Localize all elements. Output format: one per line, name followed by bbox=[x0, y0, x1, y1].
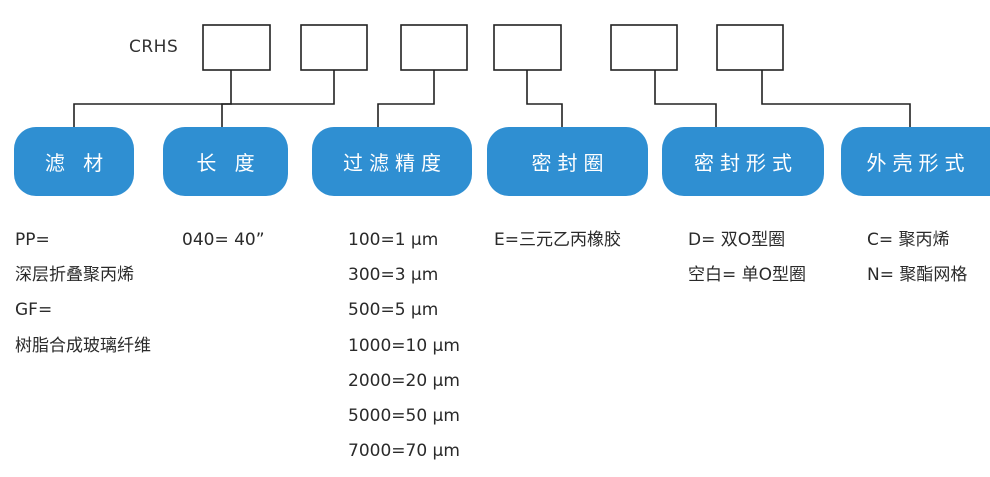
options-length: 040= 40” bbox=[182, 226, 265, 261]
category-pill-housing-type: 外壳形式 bbox=[841, 127, 990, 196]
code-box-5 bbox=[610, 24, 678, 71]
option-item: 深层折叠聚丙烯 bbox=[15, 265, 134, 286]
option-item: E=三元乙丙橡胶 bbox=[494, 230, 621, 250]
option-item: 100=1 μm bbox=[348, 230, 439, 250]
code-box-3 bbox=[400, 24, 468, 71]
option-item: PP= bbox=[15, 230, 50, 250]
category-pill-filter-media: 滤 材 bbox=[14, 127, 134, 196]
connector-1 bbox=[73, 70, 232, 128]
connector-4 bbox=[526, 70, 563, 128]
options-seal-material: E=三元乙丙橡胶 bbox=[494, 226, 621, 261]
category-pill-length: 长 度 bbox=[163, 127, 288, 196]
category-pill-seal-type: 密封形式 bbox=[662, 127, 824, 196]
connector-5 bbox=[654, 70, 717, 128]
code-box-1 bbox=[202, 24, 271, 71]
code-box-4 bbox=[493, 24, 562, 71]
option-item: 7000=70 μm bbox=[348, 441, 460, 462]
code-box-6 bbox=[716, 24, 784, 71]
option-item: 树脂合成玻璃纤维 bbox=[15, 335, 151, 356]
option-item: N= 聚酯网格 bbox=[867, 265, 968, 286]
options-filtration-rating: 100=1 μm 300=3 μm 500=5 μm 1000=10 μm 20… bbox=[348, 226, 460, 472]
options-seal-type: D= 双O型圈 空白= 单O型圈 bbox=[688, 226, 806, 296]
option-item: GF= bbox=[15, 300, 53, 321]
option-item: 空白= 单O型圈 bbox=[688, 265, 807, 286]
code-box-2 bbox=[300, 24, 368, 71]
option-item: 500=5 μm bbox=[348, 300, 439, 321]
option-item: D= 双O型圈 bbox=[688, 230, 786, 250]
connector-2 bbox=[221, 70, 335, 128]
connector-3 bbox=[377, 70, 435, 128]
options-housing-type: C= 聚丙烯 N= 聚酯网格 bbox=[867, 226, 967, 296]
options-filter-media: PP= 深层折叠聚丙烯 GF= 树脂合成玻璃纤维 bbox=[15, 226, 151, 367]
category-pill-seal-material: 密封圈 bbox=[487, 127, 648, 196]
connector-6 bbox=[761, 70, 911, 128]
option-item: 5000=50 μm bbox=[348, 405, 460, 426]
option-item: 300=3 μm bbox=[348, 265, 439, 286]
option-item: C= 聚丙烯 bbox=[867, 230, 950, 250]
model-prefix: CRHS bbox=[129, 37, 179, 57]
option-item: 2000=20 μm bbox=[348, 370, 460, 391]
option-item: 040= 40” bbox=[182, 230, 265, 250]
category-pill-filtration-rating: 过滤精度 bbox=[312, 127, 472, 196]
option-item: 1000=10 μm bbox=[348, 335, 460, 356]
